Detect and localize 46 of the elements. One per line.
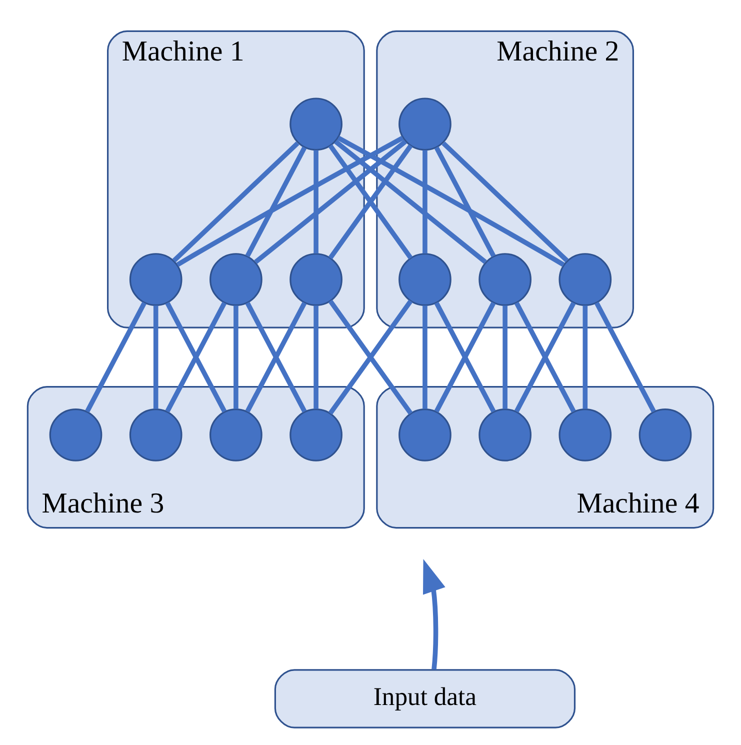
connector [594,301,656,412]
arrow [423,558,446,670]
connector [582,305,588,408]
node-circle [210,408,262,461]
node-circle [558,252,612,306]
node-circle [558,408,612,461]
node-circle [478,408,532,461]
connector [172,140,300,262]
node-circle [290,97,342,150]
node-circle [398,252,452,306]
node-circle [478,252,532,306]
connector [442,140,569,262]
node-circle [49,408,102,461]
connector [245,146,307,257]
connector [514,301,576,412]
node-circle [638,408,692,461]
node-circle [290,408,342,461]
node-circle [210,252,262,306]
connector [502,305,508,408]
connector [434,301,496,412]
connector [328,144,413,259]
connector [422,305,428,408]
cluster: Machine 4 [376,386,714,528]
cluster: Machine 1 [107,30,365,328]
connector [165,301,227,412]
cluster: Machine 3 [26,386,365,528]
node-circle [129,252,182,306]
node-circle [290,252,342,306]
connector [337,135,565,266]
cluster: Machine 2 [376,30,634,328]
connector [254,139,407,264]
connector [245,301,307,412]
node-circle [129,408,182,461]
connector [314,305,318,408]
connector [234,305,238,408]
node-circle [398,97,452,150]
node-box: Input data [274,668,576,728]
connector [85,301,146,412]
connector [176,135,404,266]
connector [334,139,487,264]
connector [153,305,158,408]
node-circle [398,408,452,461]
connector [328,299,413,414]
connector [314,150,318,254]
connector [422,150,428,254]
connector [434,146,496,257]
